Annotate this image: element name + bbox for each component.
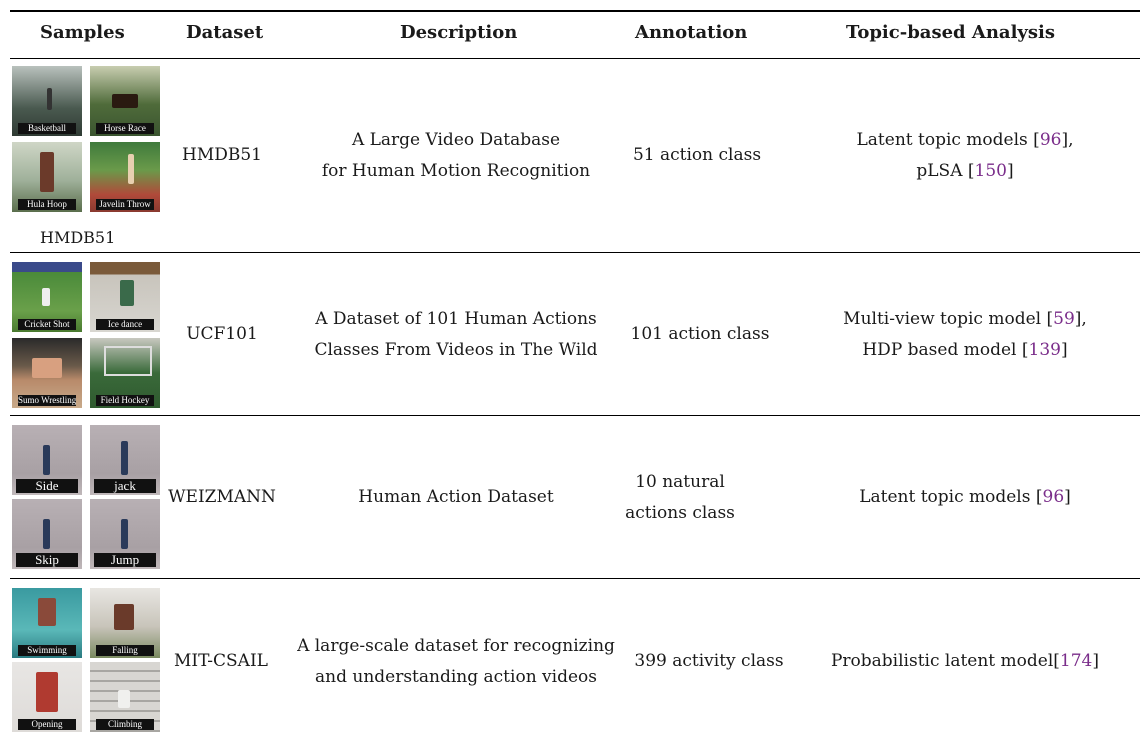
sample-caption: HMDB51 — [40, 228, 116, 247]
sample-thumbnail: Jump — [90, 499, 160, 569]
sample-thumbnail: Opening — [12, 662, 82, 732]
header-samples: Samples — [40, 22, 125, 43]
sample-thumbnail: Cricket Shot — [12, 262, 82, 332]
topic-analysis: Probabilistic latent model[174] — [830, 651, 1100, 671]
figure-icon — [128, 154, 134, 184]
header-dataset: Dataset — [186, 22, 264, 43]
row-rule-2 — [10, 415, 1140, 416]
dataset-name: HMDB51 — [182, 145, 262, 165]
row-rule-1 — [10, 252, 1140, 253]
dataset-name: MIT-CSAIL — [174, 651, 268, 671]
thumbnail-caption: jack — [94, 479, 156, 493]
sample-thumbnail: Falling — [90, 588, 160, 658]
figure-icon — [47, 88, 52, 110]
thumbnail-caption: Basketball — [18, 123, 76, 134]
sample-thumbnail: Basketball — [12, 66, 82, 136]
figure-icon — [118, 690, 130, 708]
sample-thumbnail: Javelin Throw — [90, 142, 160, 212]
thumbnail-caption: Horse Race — [96, 123, 154, 134]
reference-link[interactable]: 96 — [1042, 487, 1065, 507]
sample-thumbnail: Hula Hoop — [12, 142, 82, 212]
sample-thumbnail: Side — [12, 425, 82, 495]
figure-icon — [38, 598, 56, 626]
annotation-value: 101 action class — [630, 324, 770, 344]
header-analysis: Topic-based Analysis — [846, 22, 1055, 43]
sample-thumbnail: jack — [90, 425, 160, 495]
topic-analysis: Multi-view topic model [59], HDP based m… — [843, 309, 1087, 360]
thumbnail-caption: Javelin Throw — [96, 199, 154, 210]
figure-icon — [121, 519, 128, 549]
figure-icon — [42, 288, 50, 306]
reference-link[interactable]: 139 — [1028, 340, 1061, 360]
thumbnail-caption: Hula Hoop — [18, 199, 76, 210]
thumbnail-caption: Field Hockey — [96, 395, 154, 406]
thumbnail-caption: Climbing — [96, 719, 154, 730]
annotation-value: 399 activity class — [634, 651, 784, 671]
reference-link[interactable]: 174 — [1059, 651, 1093, 671]
sample-thumbnail: Ice dance — [90, 262, 160, 332]
figure-icon — [104, 346, 152, 376]
header-description: Description — [400, 22, 518, 43]
row-rule-3 — [10, 578, 1140, 579]
header-annotation: Annotation — [635, 22, 748, 43]
thumbnail-caption: Ice dance — [96, 319, 154, 330]
dataset-name: WEIZMANN — [168, 487, 276, 507]
dataset-description: A large-scale dataset for recognizing an… — [297, 636, 615, 687]
dataset-description: A Dataset of 101 Human Actions Classes F… — [314, 309, 598, 360]
thumbnail-caption: Side — [16, 479, 78, 493]
sample-thumbnail: Climbing — [90, 662, 160, 732]
thumbnail-caption: Opening — [18, 719, 76, 730]
topic-analysis: Latent topic models [96] — [859, 487, 1071, 507]
figure-icon — [114, 604, 134, 630]
thumbnail-caption: Swimming — [18, 645, 76, 656]
sample-thumbnail: Horse Race — [90, 66, 160, 136]
thumbnail-caption: Sumo Wrestling — [18, 395, 77, 406]
figure-icon — [121, 441, 128, 475]
figure-icon — [36, 672, 58, 712]
figure-icon — [120, 280, 134, 306]
sample-thumbnail: Swimming — [12, 588, 82, 658]
thumbnail-caption: Skip — [16, 553, 78, 567]
sample-thumbnail: Skip — [12, 499, 82, 569]
table-top-rule — [10, 10, 1140, 12]
thumbnail-caption: Falling — [96, 645, 154, 656]
header-rule — [10, 58, 1140, 59]
figure-icon — [43, 519, 50, 549]
reference-link[interactable]: 150 — [974, 161, 1007, 181]
topic-analysis: Latent topic models [96], pLSA [150] — [856, 130, 1074, 181]
figure-icon — [40, 152, 54, 192]
reference-link[interactable]: 96 — [1039, 130, 1062, 150]
dataset-description: Human Action Dataset — [358, 487, 554, 507]
annotation-value: 51 action class — [632, 145, 762, 165]
dataset-description: A Large Video Database for Human Motion … — [321, 130, 591, 181]
figure-icon — [43, 445, 50, 475]
reference-link[interactable]: 59 — [1053, 309, 1075, 329]
dataset-name: UCF101 — [186, 324, 258, 344]
figure-icon — [32, 358, 62, 378]
thumbnail-caption: Jump — [94, 553, 156, 567]
annotation-value: 10 natural actions class — [625, 472, 735, 523]
horse-icon — [112, 94, 138, 108]
thumbnail-caption: Cricket Shot — [18, 319, 76, 330]
sample-thumbnail: Sumo Wrestling — [12, 338, 82, 408]
sample-thumbnail: Field Hockey — [90, 338, 160, 408]
